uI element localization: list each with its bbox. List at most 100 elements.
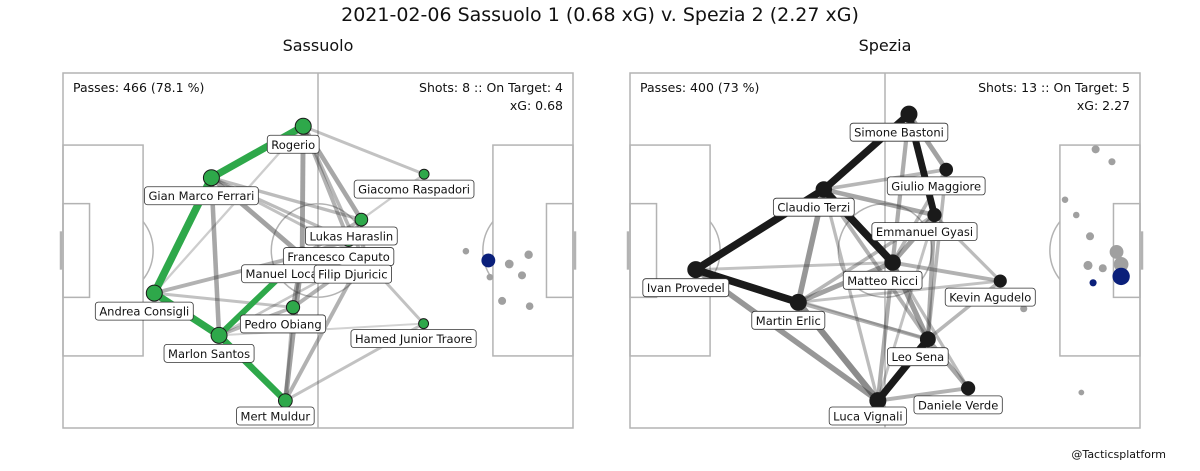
player-label-giacomo-raspadori: Giacomo Raspadori [358, 183, 470, 197]
player-node-pedro-obiang [285, 300, 301, 315]
panel-title-home: Sassuolo [282, 36, 354, 55]
shot-marker [1061, 196, 1069, 204]
shots-stat: Shots: 8 :: On Target: 4 [419, 80, 563, 95]
six-yard-box-left [629, 202, 658, 299]
shot-marker [1083, 260, 1093, 270]
pass-link [695, 261, 893, 272]
pass-link [823, 187, 935, 218]
player-node-leo-sena [919, 331, 936, 348]
player-label-marlon-santos: Marlon Santos [168, 347, 250, 361]
pass-link [210, 176, 362, 222]
xg-stat: xG: 0.68 [510, 98, 563, 113]
player-label-box [944, 287, 1036, 307]
player-node-emmanuel-gyasi [927, 207, 942, 223]
player-label-box [350, 329, 477, 349]
player-label-box [94, 301, 194, 321]
shot-marker [462, 247, 470, 255]
player-label-filip-djuricic: Filip Djuricic [318, 268, 387, 282]
shot-marker [1086, 232, 1095, 241]
pass-link [877, 386, 969, 403]
shot-marker [486, 273, 494, 281]
player-label-box [849, 122, 949, 142]
player-label-box [913, 395, 1003, 415]
pass-link [797, 300, 929, 342]
player-label-box [871, 222, 978, 242]
player-label-box [239, 314, 327, 334]
pass-link [876, 214, 936, 402]
player-label-ivan-provedel: Ivan Provedel [647, 281, 725, 295]
shot-marker [498, 296, 507, 305]
player-node-gian-marco-ferrari [202, 169, 220, 187]
player-label-kevin-agudelo: Kevin Agudelo [949, 291, 1031, 305]
shot-marker [504, 259, 514, 269]
player-node-kevin-agudelo [993, 274, 1007, 288]
goal-marker [1112, 267, 1130, 286]
penalty-area-right [1059, 144, 1141, 357]
shot-marker [1109, 244, 1124, 259]
shot-marker [1078, 389, 1085, 396]
shot-marker [524, 250, 533, 259]
figure-title: 2021-02-06 Sassuolo 1 (0.68 xG) v. Spezi… [341, 4, 859, 26]
player-node-simone-bastoni [900, 105, 918, 123]
pass-link [892, 260, 1001, 283]
player-label-hamed-junior-traore: Hamed Junior Traore [355, 332, 472, 346]
passes-stat: Passes: 466 (78.1 %) [73, 80, 204, 95]
player-node-rogerio [294, 117, 312, 135]
player-node-claudio-terzi [815, 181, 833, 198]
shot-marker [517, 271, 527, 280]
player-label-box [772, 197, 855, 217]
player-node-andrea-consigli [145, 284, 163, 302]
player-label-mert-muldur: Mert Muldur [241, 410, 311, 424]
player-label-box [305, 226, 398, 246]
player-label-box [313, 264, 392, 284]
shot-marker [525, 302, 534, 311]
player-label-box [842, 270, 923, 290]
pass-link [153, 125, 305, 294]
player-label-luca-vignali: Luca Vignali [833, 410, 902, 424]
player-label-rogerio: Rogerio [271, 138, 315, 152]
player-node-ivan-provedel [687, 261, 705, 279]
player-label-pedro-obiang: Pedro Obiang [244, 317, 321, 331]
pass-link [694, 266, 800, 306]
player-label-box [144, 186, 259, 206]
shot-marker [1098, 264, 1107, 273]
shot-marker [1072, 211, 1080, 219]
player-node-hamed-junior-traore [418, 318, 430, 330]
credit-text: @Tacticsplatform [1071, 448, 1166, 461]
player-label-box [886, 176, 986, 196]
player-label-box [828, 406, 907, 426]
six-yard-box-right [545, 202, 574, 299]
player-label-daniele-verde: Daniele Verde [918, 398, 998, 412]
goal-marker [481, 253, 496, 268]
pass-link [153, 253, 303, 296]
pass-link [209, 123, 305, 181]
penalty-arc-left [142, 221, 154, 280]
shot-marker [1108, 158, 1116, 166]
pass-link [154, 291, 294, 309]
shot-marker [1113, 257, 1129, 272]
pass-link [798, 279, 1001, 304]
player-label-francesco-caputo: Francesco Caputo [287, 250, 389, 264]
player-label-simone-bastoni: Simone Bastoni [854, 126, 944, 140]
player-label-giulio-maggiore: Giulio Maggiore [891, 179, 981, 193]
player-label-emmanuel-gyasi: Emmanuel Gyasi [876, 225, 973, 239]
player-label-leo-sena: Leo Sena [891, 350, 944, 364]
player-label-lukas-haraslin: Lukas Haraslin [309, 229, 393, 243]
player-label-box [163, 343, 255, 363]
penalty-arc-right [1049, 221, 1061, 280]
pass-link [822, 189, 880, 402]
pass-link [926, 169, 948, 340]
xg-stat: xG: 2.27 [1077, 98, 1130, 113]
player-node-marlon-santos [210, 326, 228, 344]
player-label-box [887, 347, 949, 367]
player-node-martin-erlic [789, 293, 807, 311]
player-node-giulio-maggiore [939, 162, 954, 177]
player-node-daniele-verde [961, 381, 976, 396]
player-label-claudio-terzi: Claudio Terzi [777, 201, 850, 215]
passes-stat: Passes: 400 (73 %) [640, 80, 759, 95]
player-label-box [236, 406, 315, 426]
player-node-matteo-ricci [884, 254, 901, 271]
player-label-matteo-ricci: Matteo Ricci [847, 274, 918, 288]
